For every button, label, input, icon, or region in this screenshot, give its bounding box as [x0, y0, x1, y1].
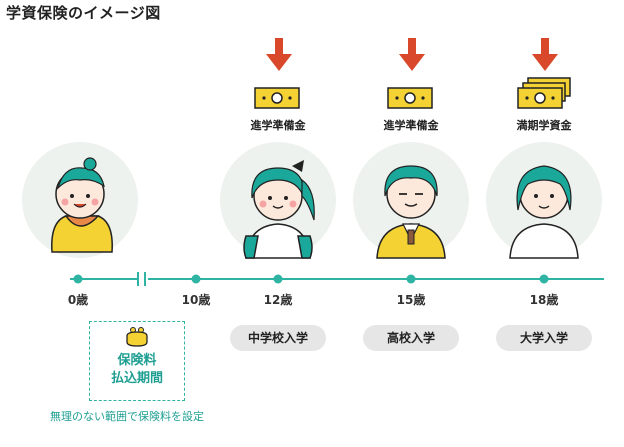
payment-note: 無理のない範囲で保険料を設定: [50, 410, 204, 423]
down-arrow-icon: [399, 38, 425, 71]
high-school-boy-illustration: [353, 142, 469, 259]
payment-period-box: [89, 321, 185, 401]
timeline-dot-12: [273, 274, 283, 284]
timeline-axis: [70, 272, 604, 286]
payment-period-line1: 保険料: [117, 353, 157, 368]
age-label-15: 15歳: [396, 293, 426, 307]
age-label-10: 10歳: [181, 293, 211, 307]
university-student-illustration: [486, 142, 602, 259]
money-label-15: 進学準備金: [383, 119, 439, 132]
event-pill-university: 大学入学: [496, 325, 592, 351]
money-label-18: 満期学資金: [516, 119, 572, 132]
age-label-0: 0歳: [67, 293, 89, 307]
baby-illustration: [22, 142, 138, 258]
money-label-12: 進学準備金: [250, 119, 306, 132]
banknote-icon: [517, 77, 571, 109]
age-label-18: 18歳: [529, 293, 559, 307]
timeline-dot-15: [406, 274, 416, 284]
page-title: 学資保険のイメージ図: [6, 4, 161, 22]
timeline-dot-18: [539, 274, 549, 284]
payment-period-line2: 払込期間: [110, 371, 163, 386]
down-arrow-icon: [532, 38, 558, 71]
event-pill-junior-high: 中学校入学: [230, 325, 326, 351]
banknote-icon: [254, 87, 300, 109]
age-label-12: 12歳: [263, 293, 293, 307]
banknote-icon: [387, 87, 433, 109]
down-arrow-icon: [266, 38, 292, 71]
middle-school-girl-illustration: [220, 142, 336, 259]
event-pill-high-school: 高校入学: [363, 325, 459, 351]
timeline-dot-0: [73, 274, 83, 284]
timeline-dot-10: [191, 274, 201, 284]
coin-purse-icon: [126, 327, 148, 347]
